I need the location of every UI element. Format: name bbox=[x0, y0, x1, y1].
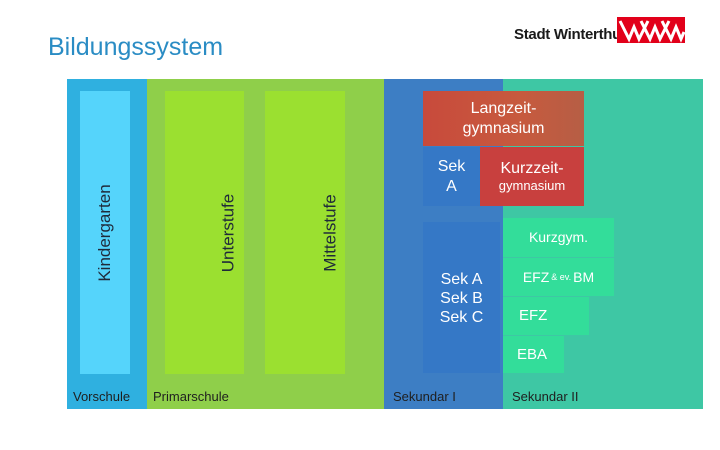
sek-abc-box: Sek A Sek B Sek C bbox=[423, 222, 500, 373]
logo-text: Stadt Winterthur bbox=[514, 26, 627, 43]
langzeit-line1: Langzeit- bbox=[470, 100, 537, 118]
unterstufe-bar: Unterstufe bbox=[165, 91, 244, 374]
sek-a-item: Sek A bbox=[440, 270, 483, 288]
kurzgym-box: Kurzgym. bbox=[503, 218, 614, 257]
efz-bm-bm: BM bbox=[573, 268, 595, 285]
kurzzeit-line2: gymnasium bbox=[498, 178, 566, 194]
stage-label-sekundar1: Sekundar I bbox=[393, 389, 456, 404]
efz-bm-main: EFZ bbox=[522, 268, 550, 285]
sek-c-item: Sek C bbox=[439, 309, 484, 327]
eba-box: EBA bbox=[503, 336, 564, 373]
sek-a-line2: A bbox=[446, 177, 457, 195]
stage-label-primarschule: Primarschule bbox=[153, 389, 229, 404]
winterthur-logo-icon bbox=[617, 17, 686, 48]
kindergarten-bar: Kindergarten bbox=[80, 91, 130, 374]
mittelstufe-bar: Mittelstufe bbox=[265, 91, 345, 374]
sek-a-box: Sek A bbox=[423, 147, 480, 206]
kindergarten-label: Kindergarten bbox=[95, 183, 114, 282]
langzeit-line2: gymnasium bbox=[462, 119, 545, 137]
stage-label-sekundar2: Sekundar II bbox=[512, 389, 579, 404]
efz-label: EFZ bbox=[519, 307, 548, 324]
stage-label-vorschule: Vorschule bbox=[73, 389, 131, 404]
efz-bm-box: EFZ & ev. BM bbox=[503, 258, 614, 296]
sek-a-line1: Sek bbox=[437, 158, 466, 176]
unterstufe-label: Unterstufe bbox=[218, 193, 237, 272]
mittelstufe-label: Mittelstufe bbox=[320, 193, 339, 272]
sek-b-item: Sek B bbox=[440, 289, 483, 307]
kurzgym-label: Kurzgym. bbox=[528, 229, 589, 246]
langzeitgymnasium-box: Langzeit- gymnasium bbox=[423, 91, 584, 146]
page-title: Bildungssystem bbox=[48, 33, 224, 61]
kurzzeit-line1: Kurzzeit- bbox=[500, 160, 564, 178]
efz-box: EFZ bbox=[503, 297, 589, 335]
kurzzeitgymnasium-box: Kurzzeit- gymnasium bbox=[480, 147, 584, 206]
efz-bm-small: & ev. bbox=[551, 271, 572, 282]
eba-label: EBA bbox=[517, 345, 548, 363]
